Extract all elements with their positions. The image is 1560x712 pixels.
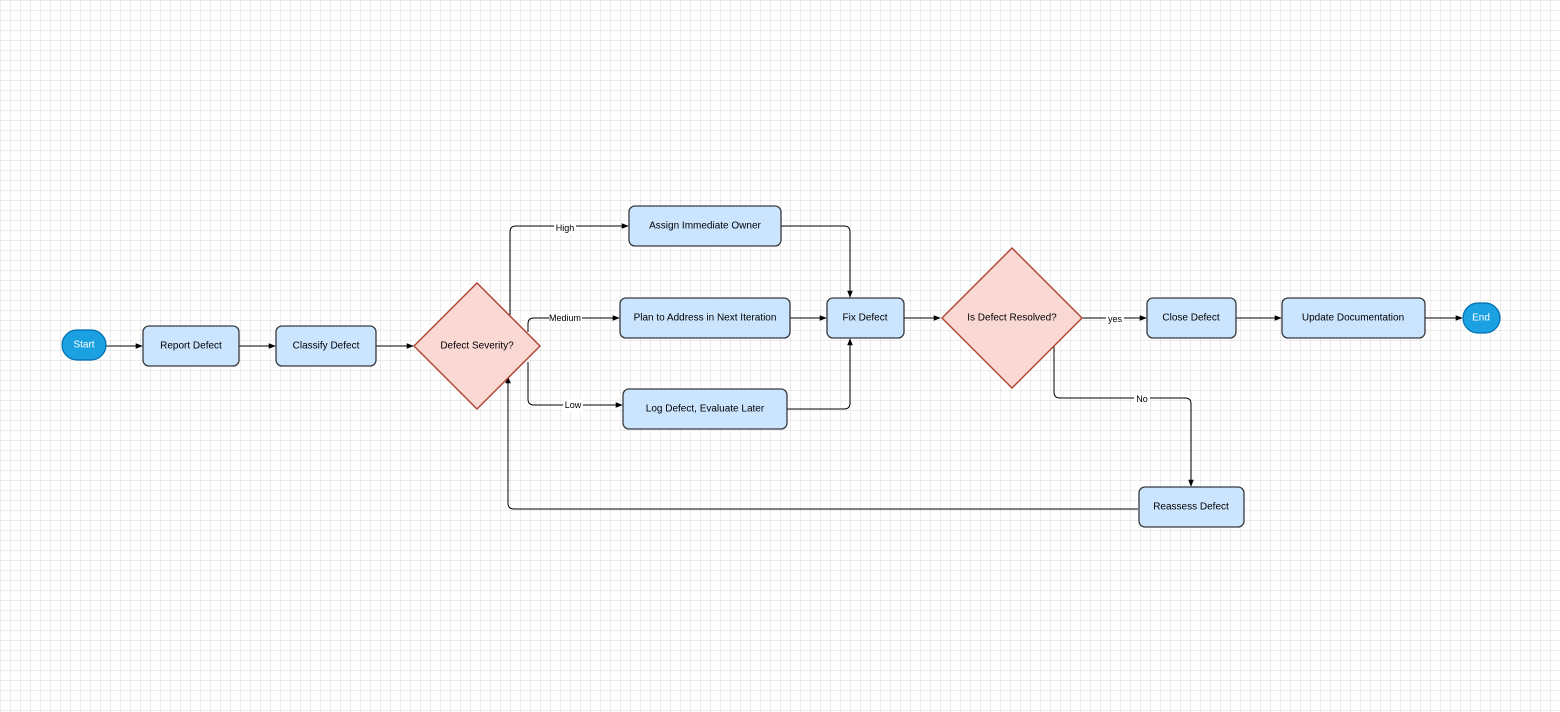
svg-text:High: High [556, 223, 575, 233]
node-fix-defect[interactable]: Fix Defect [826, 297, 905, 339]
node-is-defect-resolved[interactable]: Is Defect Resolved? [941, 247, 1083, 389]
edge-label-no: No [1134, 393, 1150, 404]
svg-text:Update Documentation: Update Documentation [1302, 313, 1404, 324]
edge-resolved-reassess [1053, 346, 1194, 487]
edges [106, 223, 1463, 510]
svg-text:Classify Defect: Classify Defect [293, 341, 360, 352]
node-plan-next-iteration[interactable]: Plan to Address in Next Iteration [619, 297, 791, 339]
edge-severity-plan [527, 315, 620, 332]
edge-label-yes: yes [1106, 313, 1124, 324]
node-classify-defect[interactable]: Classify Defect [275, 325, 377, 367]
node-defect-severity[interactable]: Defect Severity? [413, 282, 541, 410]
svg-text:Reassess Defect: Reassess Defect [1153, 502, 1229, 513]
svg-text:Start: Start [73, 340, 94, 351]
node-start[interactable]: Start [61, 329, 107, 361]
svg-text:Low: Low [565, 400, 582, 410]
node-update-documentation[interactable]: Update Documentation [1281, 297, 1426, 339]
node-log-defect[interactable]: Log Defect, Evaluate Later [622, 388, 788, 430]
node-reassess-defect[interactable]: Reassess Defect [1138, 486, 1245, 528]
edge-severity-log [527, 362, 623, 408]
svg-text:Plan to Address in Next Iterat: Plan to Address in Next Iteration [634, 313, 777, 324]
svg-text:Report Defect: Report Defect [160, 341, 222, 352]
edge-log-fix [787, 338, 853, 410]
edge-label-medium: Medium [549, 312, 582, 324]
svg-text:Medium: Medium [549, 313, 581, 323]
edge-assign-fix [781, 225, 853, 298]
edge-reassess-severity [505, 376, 1138, 510]
svg-text:No: No [1136, 394, 1148, 404]
svg-text:Assign Immediate Owner: Assign Immediate Owner [649, 221, 761, 232]
svg-text:yes: yes [1108, 314, 1123, 324]
svg-text:End: End [1472, 313, 1490, 324]
svg-text:Is Defect Resolved?: Is Defect Resolved? [967, 313, 1057, 324]
node-end[interactable]: End [1462, 302, 1501, 334]
node-close-defect[interactable]: Close Defect [1146, 297, 1237, 339]
edge-label-high: High [554, 222, 576, 234]
edge-severity-assign [509, 223, 629, 315]
node-report-defect[interactable]: Report Defect [142, 325, 240, 367]
edge-label-low: Low [563, 399, 583, 411]
svg-text:Defect Severity?: Defect Severity? [440, 341, 514, 352]
svg-text:Log Defect, Evaluate Later: Log Defect, Evaluate Later [646, 404, 765, 415]
svg-text:Close Defect: Close Defect [1162, 313, 1219, 324]
node-assign-immediate-owner[interactable]: Assign Immediate Owner [628, 205, 782, 247]
svg-text:Fix Defect: Fix Defect [842, 313, 887, 324]
